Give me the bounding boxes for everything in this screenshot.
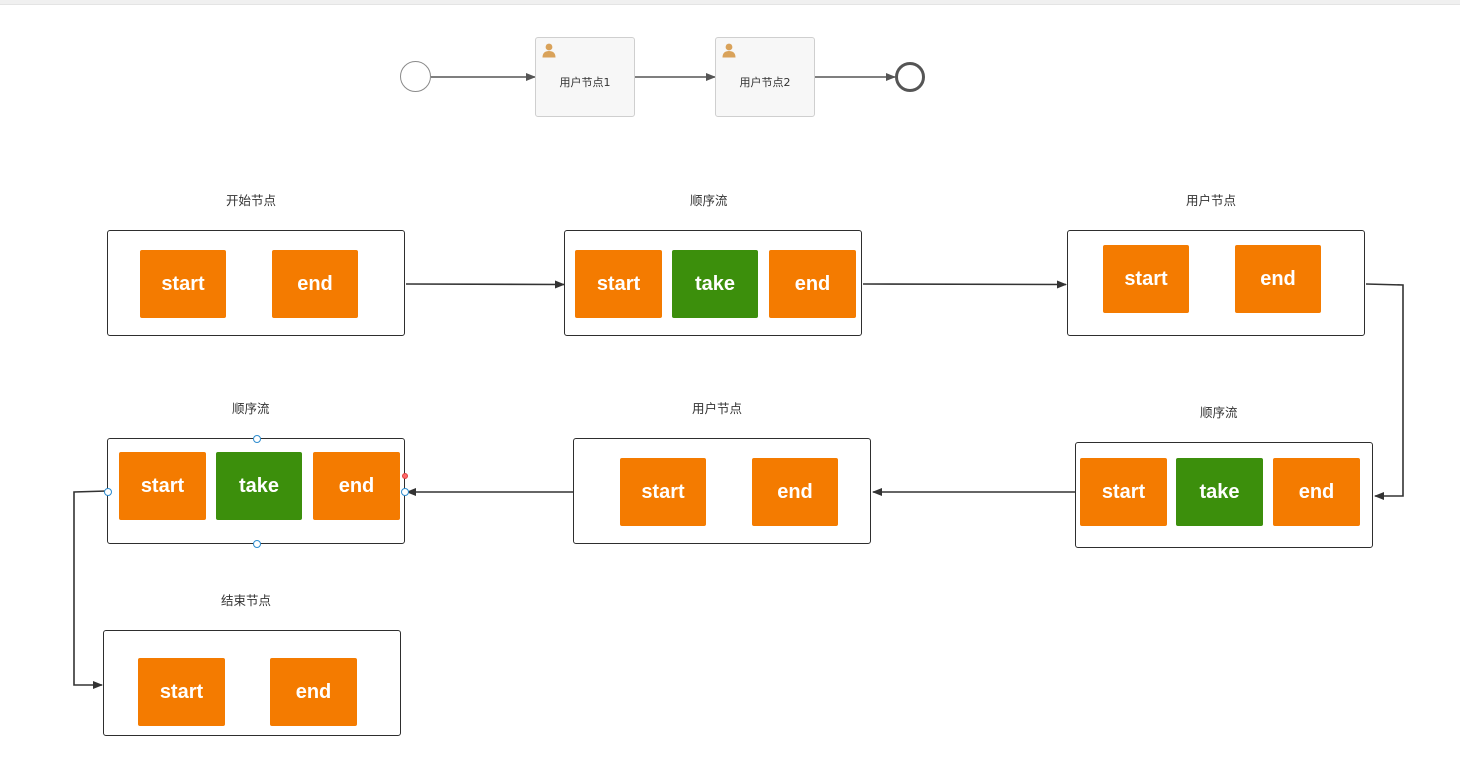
block-end[interactable]: end xyxy=(313,452,400,520)
group-title-sequence-flow: 顺序流 xyxy=(690,193,728,208)
resize-handle-bottom[interactable] xyxy=(253,540,261,548)
group-sequence-flow[interactable]: start take end xyxy=(1075,442,1373,548)
group-start-node[interactable]: start end xyxy=(107,230,405,336)
block-end[interactable]: end xyxy=(752,458,838,526)
block-end[interactable]: end xyxy=(1235,245,1321,313)
flow-g3-to-g4[interactable] xyxy=(1365,283,1404,500)
bpmn-user-task-2[interactable]: 用户节点2 xyxy=(715,37,815,117)
group-title-end-node: 结束节点 xyxy=(221,593,272,608)
flow-g1-to-g2[interactable] xyxy=(405,280,565,289)
group-title-user-node: 用户节点 xyxy=(1186,193,1237,208)
bpmn-start-event[interactable] xyxy=(400,61,431,92)
block-start[interactable]: start xyxy=(119,452,206,520)
group-title-sequence-flow: 顺序流 xyxy=(1200,405,1238,420)
block-take[interactable]: take xyxy=(672,250,758,318)
group-sequence-flow-selected[interactable]: start take end xyxy=(107,438,405,544)
resize-handle-right[interactable] xyxy=(401,488,409,496)
group-sequence-flow[interactable]: start take end xyxy=(564,230,862,336)
user-icon xyxy=(722,43,736,58)
block-end[interactable]: end xyxy=(270,658,357,726)
task-label: 用户节点2 xyxy=(739,76,791,89)
bpmn-user-task-1[interactable]: 用户节点1 xyxy=(535,37,635,117)
flow-g6-to-g7[interactable] xyxy=(73,490,108,689)
user-icon xyxy=(542,43,556,58)
bpmn-end-event[interactable] xyxy=(895,62,925,92)
flow-g2-to-g3[interactable] xyxy=(862,280,1067,289)
block-start[interactable]: start xyxy=(1103,245,1189,313)
block-start[interactable]: start xyxy=(138,658,225,726)
group-end-node[interactable]: start end xyxy=(103,630,401,736)
block-start[interactable]: start xyxy=(1080,458,1167,526)
block-end[interactable]: end xyxy=(769,250,856,318)
block-start[interactable]: start xyxy=(575,250,662,318)
block-take[interactable]: take xyxy=(216,452,302,520)
group-title-start-node: 开始节点 xyxy=(226,193,277,208)
group-user-node[interactable]: start end xyxy=(573,438,871,544)
block-take[interactable]: take xyxy=(1176,458,1263,526)
block-end[interactable]: end xyxy=(272,250,358,318)
group-title-user-node: 用户节点 xyxy=(692,401,743,416)
task-label: 用户节点1 xyxy=(559,76,611,89)
resize-handle-left[interactable] xyxy=(104,488,112,496)
resize-handle-top[interactable] xyxy=(253,435,261,443)
group-user-node[interactable]: start end xyxy=(1067,230,1365,336)
group-title-sequence-flow: 顺序流 xyxy=(232,401,270,416)
block-end[interactable]: end xyxy=(1273,458,1360,526)
top-divider xyxy=(0,0,1460,5)
block-start[interactable]: start xyxy=(140,250,226,318)
connection-point-marker[interactable] xyxy=(402,473,408,479)
block-start[interactable]: start xyxy=(620,458,706,526)
